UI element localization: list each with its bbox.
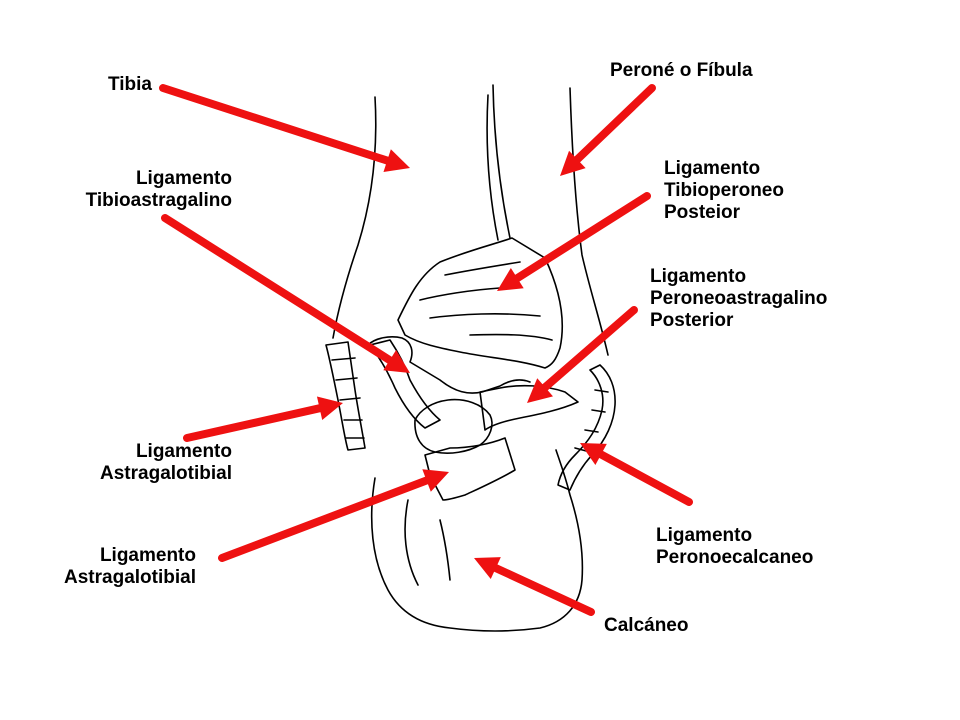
arrow-tibioperoneo-head — [497, 268, 524, 291]
label-peronoecalcaneo-line-1: Ligamento — [656, 525, 753, 546]
label-astragalotibial-lower-line-2: Astragalotibial — [64, 567, 196, 588]
calcaneus-inner-line — [404, 499, 451, 586]
tibia-inner-line — [486, 94, 499, 241]
label-calcaneo: Calcáneo — [604, 615, 688, 637]
label-peroneoastragalino: Ligamento Peroneoastragalino Posterior — [650, 266, 827, 332]
label-astragalotibial-upper-line-1: Ligamento — [135, 441, 232, 462]
label-perone-line-1: Peroné o Fíbula — [610, 60, 753, 81]
arrow-astragalotibial-lower-head — [422, 469, 449, 492]
arrow-tibioperoneo — [497, 192, 651, 291]
tibia-outline — [332, 96, 377, 339]
label-peroneoastragalino-line-1: Ligamento — [650, 266, 747, 287]
talus-outline — [367, 336, 531, 394]
arrow-astragalotibial-upper-shaft — [183, 403, 326, 442]
arrow-perone-shaft — [571, 84, 656, 165]
fibula-outline — [492, 84, 511, 239]
arrow-tibioastragalino-head — [383, 350, 410, 373]
label-calcaneo-line-1: Calcáneo — [604, 615, 689, 636]
arrow-tibioastragalino — [161, 214, 410, 373]
arrow-calcaneo-shaft — [489, 563, 595, 616]
arrow-perone — [560, 84, 656, 176]
arrow-astragalotibial-lower — [218, 469, 449, 562]
arrow-tibia-head — [383, 149, 410, 173]
arrow-tibioperoneo-shaft — [511, 192, 651, 284]
label-tibioperoneo: Ligamento Tibioperoneo Posteior — [664, 158, 784, 224]
ligament-fibers — [419, 261, 553, 341]
arrow-peronoecalcaneo-shaft — [595, 449, 693, 506]
label-tibia-line-1: Tibia — [108, 74, 152, 95]
arrow-peronoecalcaneo — [580, 443, 693, 506]
ligament-fibers-2 — [331, 357, 365, 439]
label-tibioastragalino-line-2: Tibioastragalino — [85, 190, 232, 211]
ligament-fibers-3 — [574, 389, 609, 453]
label-astragalotibial-lower: Ligamento Astragalotibial — [64, 545, 196, 589]
label-peronoecalcaneo-line-2: Peronoecalcaneo — [656, 547, 814, 568]
peronoecalcaneo-ligament — [557, 364, 616, 491]
arrow-astragalotibial-upper-head — [316, 396, 343, 420]
talus-posterior-process — [414, 398, 493, 454]
arrow-peroneoastragalino-head — [527, 378, 553, 403]
label-peroneoastragalino-line-3: Posterior — [650, 310, 734, 331]
arrow-tibioastragalino-shaft — [161, 214, 396, 366]
arrow-astragalotibial-upper — [183, 396, 343, 442]
label-tibioperoneo-line-3: Posteior — [664, 202, 741, 223]
arrow-peroneoastragalino — [527, 306, 638, 403]
tibioperoneo-ligament — [397, 237, 564, 369]
arrow-astragalotibial-lower-shaft — [218, 475, 433, 562]
astragalotibial-ligament-upper — [325, 341, 366, 451]
astragalotibial-ligament-lower — [424, 437, 516, 501]
label-astragalotibial-lower-line-1: Ligamento — [99, 545, 196, 566]
arrow-calcaneo — [474, 557, 595, 616]
label-perone: Peroné o Fíbula — [610, 60, 753, 82]
arrow-tibia — [159, 84, 410, 173]
arrow-calcaneo-head — [474, 557, 501, 579]
label-peronoecalcaneo: Ligamento Peronoecalcaneo — [656, 525, 813, 569]
label-peroneoastragalino-line-2: Peroneoastragalino — [650, 288, 828, 309]
arrow-layer — [159, 84, 693, 616]
label-astragalotibial-upper-line-2: Astragalotibial — [100, 463, 232, 484]
calcaneus-outline — [370, 449, 584, 632]
arrow-peroneoastragalino-shaft — [539, 306, 638, 393]
label-tibioperoneo-line-2: Tibioperoneo — [664, 180, 784, 201]
arrow-tibia-shaft — [159, 84, 394, 166]
label-astragalotibial-upper: Ligamento Astragalotibial — [100, 441, 232, 485]
arrow-perone-head — [560, 150, 586, 176]
label-tibioastragalino: Ligamento Tibioastragalino — [86, 168, 232, 212]
fibula-outline-right — [569, 87, 609, 356]
label-tibioperoneo-line-1: Ligamento — [664, 158, 761, 179]
label-tibia: Tibia — [108, 74, 152, 96]
arrow-peronoecalcaneo-head — [580, 443, 607, 465]
label-tibioastragalino-line-1: Ligamento — [135, 168, 232, 189]
peroneoastragalino-ligament — [479, 384, 579, 431]
